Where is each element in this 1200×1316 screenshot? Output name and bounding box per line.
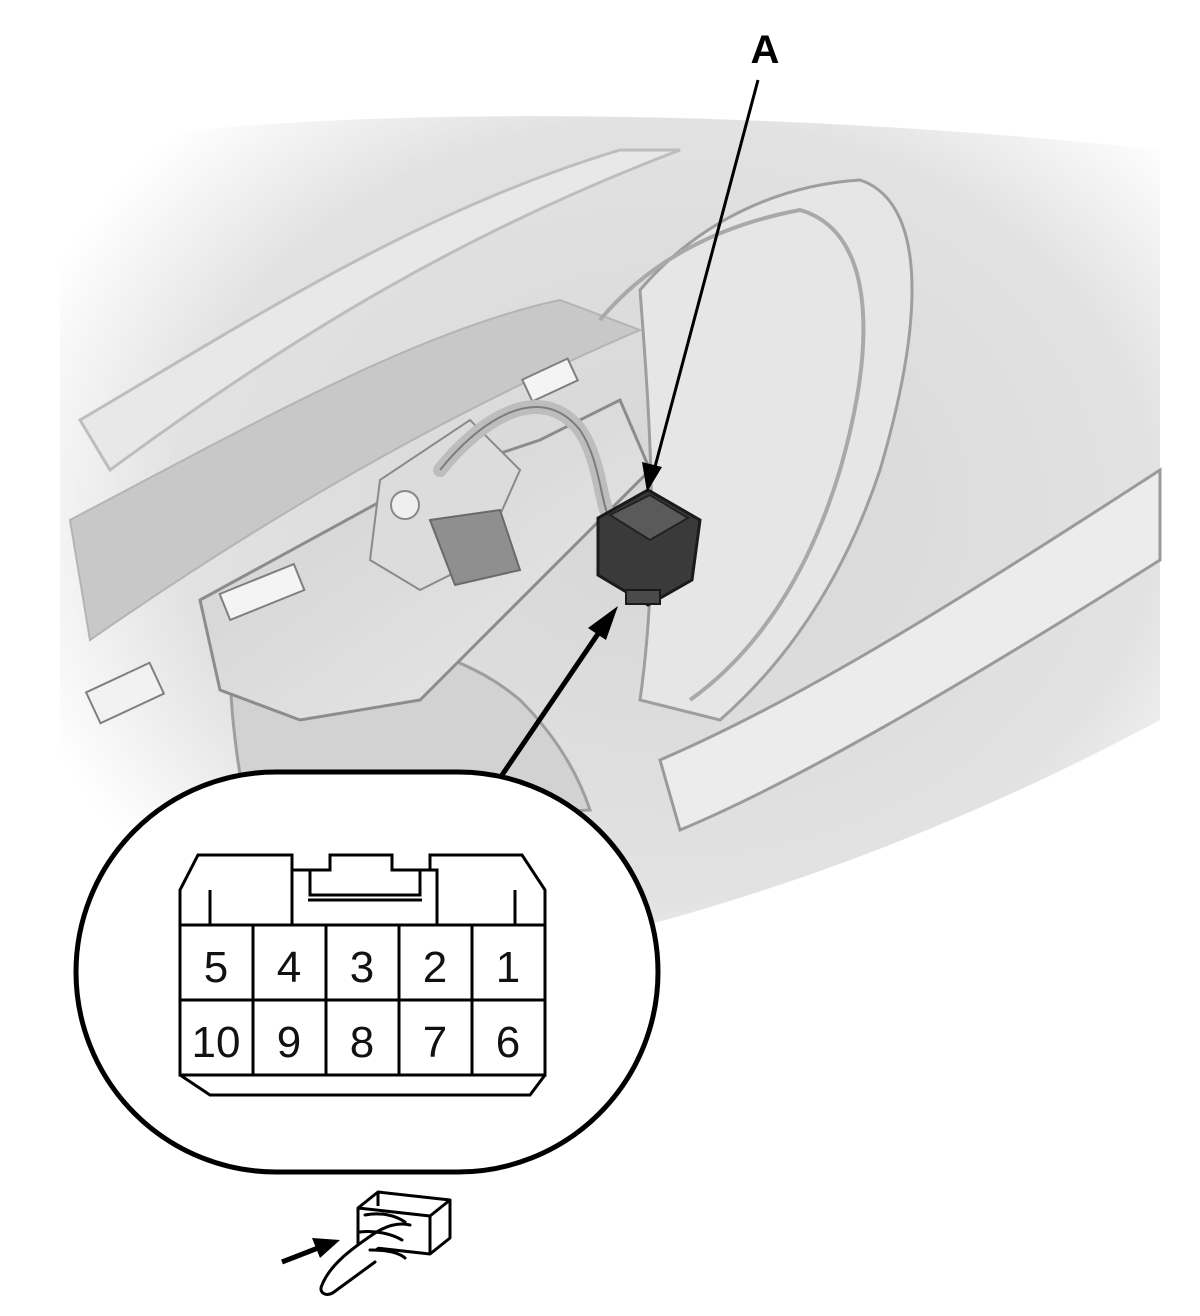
connector-a-face: [607, 493, 690, 542]
pin-label: 5: [204, 943, 228, 992]
pin-label: 9: [277, 1018, 301, 1067]
wire-harness-outline: [439, 406, 611, 521]
mounting-screw: [390, 490, 420, 520]
callout-a: A: [642, 28, 779, 492]
callout-leader-line: [650, 79, 760, 479]
icon-view-arrowhead: [312, 1238, 340, 1258]
terminal-side-view-icon: [281, 1190, 452, 1296]
upper-trim-strip: [77, 148, 681, 473]
connector-a-latch: [625, 589, 661, 605]
lower-door-panel: [68, 298, 643, 642]
connector-a: [596, 488, 702, 607]
pin-label: 4: [277, 943, 301, 992]
pin-label: 10: [192, 1018, 241, 1067]
detail-pointer-line: [497, 623, 607, 780]
release-tab: [428, 508, 522, 587]
pin-label: 8: [350, 1018, 374, 1067]
pin-label: 6: [496, 1018, 520, 1067]
pin-label: 3: [350, 943, 374, 992]
pin-label: 2: [423, 943, 447, 992]
pin-grid: 5 4 3 2 1 10 9 8 7 6: [178, 923, 547, 1077]
clip-slot-1: [218, 562, 306, 622]
pin-label: 7: [423, 1018, 447, 1067]
armrest-right: [658, 467, 1162, 833]
detail-pointer: [497, 606, 618, 780]
callout-label: A: [751, 28, 780, 72]
icon-hand: [319, 1212, 412, 1296]
connector-face-view: 5 4 3 2 1 10 9 8 7 6: [73, 769, 661, 1175]
connector-housing-outline: [178, 853, 547, 1097]
callout-arrowhead: [642, 462, 662, 492]
switch-slot: [84, 661, 166, 725]
icon-view-arrow-line: [281, 1245, 319, 1265]
pin-label: 1: [496, 943, 520, 992]
detail-pointer-arrowhead: [588, 606, 618, 640]
handle-bezel: [598, 207, 866, 702]
clip-slot-2: [520, 357, 580, 403]
